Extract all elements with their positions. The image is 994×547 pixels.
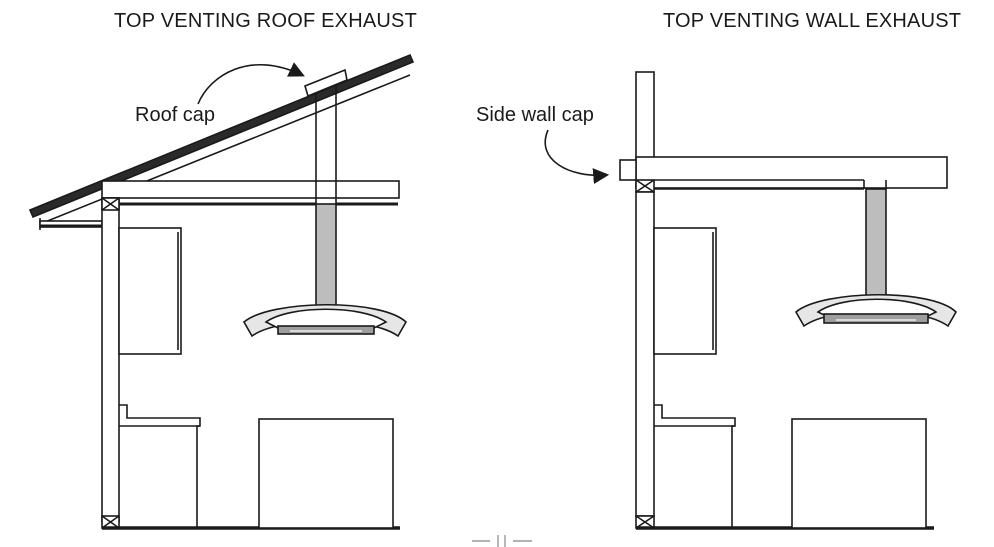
page-footer-mark <box>472 535 532 547</box>
wall-post <box>635 71 655 159</box>
roof-cap-icon <box>304 68 348 98</box>
roof-shingles <box>28 53 415 219</box>
wall-exhaust-title: TOP VENTING WALL EXHAUST <box>663 10 962 32</box>
base-cabinet <box>654 404 736 528</box>
range-hood <box>794 293 957 328</box>
roof-exhaust-title: TOP VENTING ROOF EXHAUST <box>114 10 417 32</box>
chimney-duct <box>865 188 887 298</box>
ceiling-joist <box>635 156 948 189</box>
roof-cap-label: Roof cap <box>135 104 216 126</box>
callout-arrow-icon <box>197 62 305 105</box>
range <box>791 418 927 529</box>
wall-stud <box>635 191 655 517</box>
wall-cabinet <box>653 227 717 355</box>
range-hood <box>242 303 408 338</box>
wall-cabinet <box>118 227 182 355</box>
base-cabinet <box>119 404 201 528</box>
callout-arrow-icon <box>544 129 610 185</box>
chimney-duct <box>315 203 337 309</box>
ceiling-joist <box>101 180 400 199</box>
side-wall-cap-label: Side wall cap <box>476 104 594 126</box>
wall-exhaust-diagram <box>619 71 957 530</box>
roof-exhaust-diagram <box>28 53 415 530</box>
side-wall-cap-icon <box>619 159 637 181</box>
range <box>258 418 394 529</box>
wall-stud <box>101 197 120 523</box>
